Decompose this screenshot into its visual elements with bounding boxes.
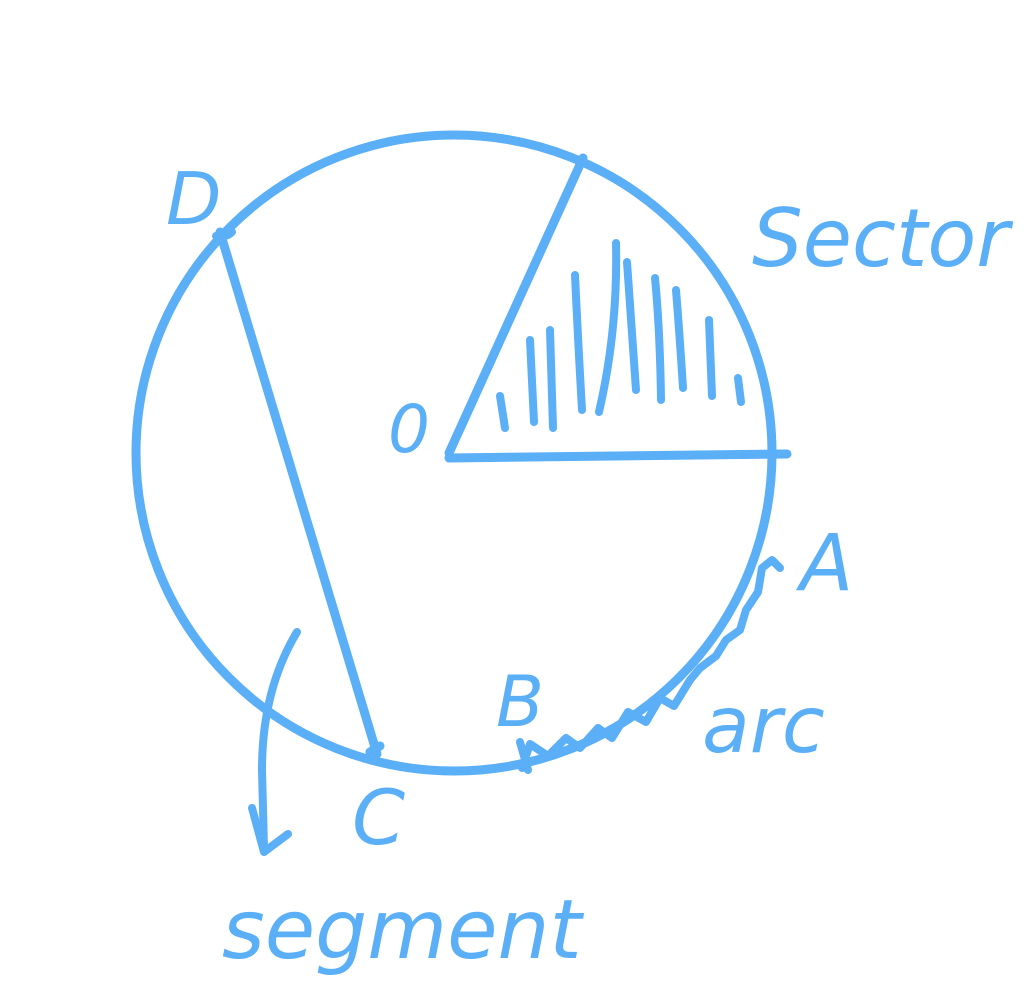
label-center-o: 0 — [388, 391, 430, 468]
sector-hatching — [496, 239, 745, 432]
point-c-dot — [365, 741, 385, 757]
sector-radius-upper — [444, 153, 588, 458]
label-point-c: C — [352, 773, 405, 862]
segment-arrow-head — [248, 804, 292, 856]
arc-hatching — [518, 556, 784, 772]
chord-dc — [215, 227, 382, 759]
label-point-a: A — [795, 519, 853, 609]
segment-arrow-curve — [258, 628, 301, 852]
point-d-tick — [212, 228, 236, 241]
label-sector: Sector — [752, 192, 1014, 285]
label-point-d: D — [166, 157, 221, 241]
point-b-tick — [516, 738, 532, 774]
label-point-b: B — [496, 661, 544, 743]
label-segment: segment — [222, 883, 585, 978]
label-arc: arc — [702, 681, 825, 771]
sector-radius-lower — [444, 449, 792, 463]
